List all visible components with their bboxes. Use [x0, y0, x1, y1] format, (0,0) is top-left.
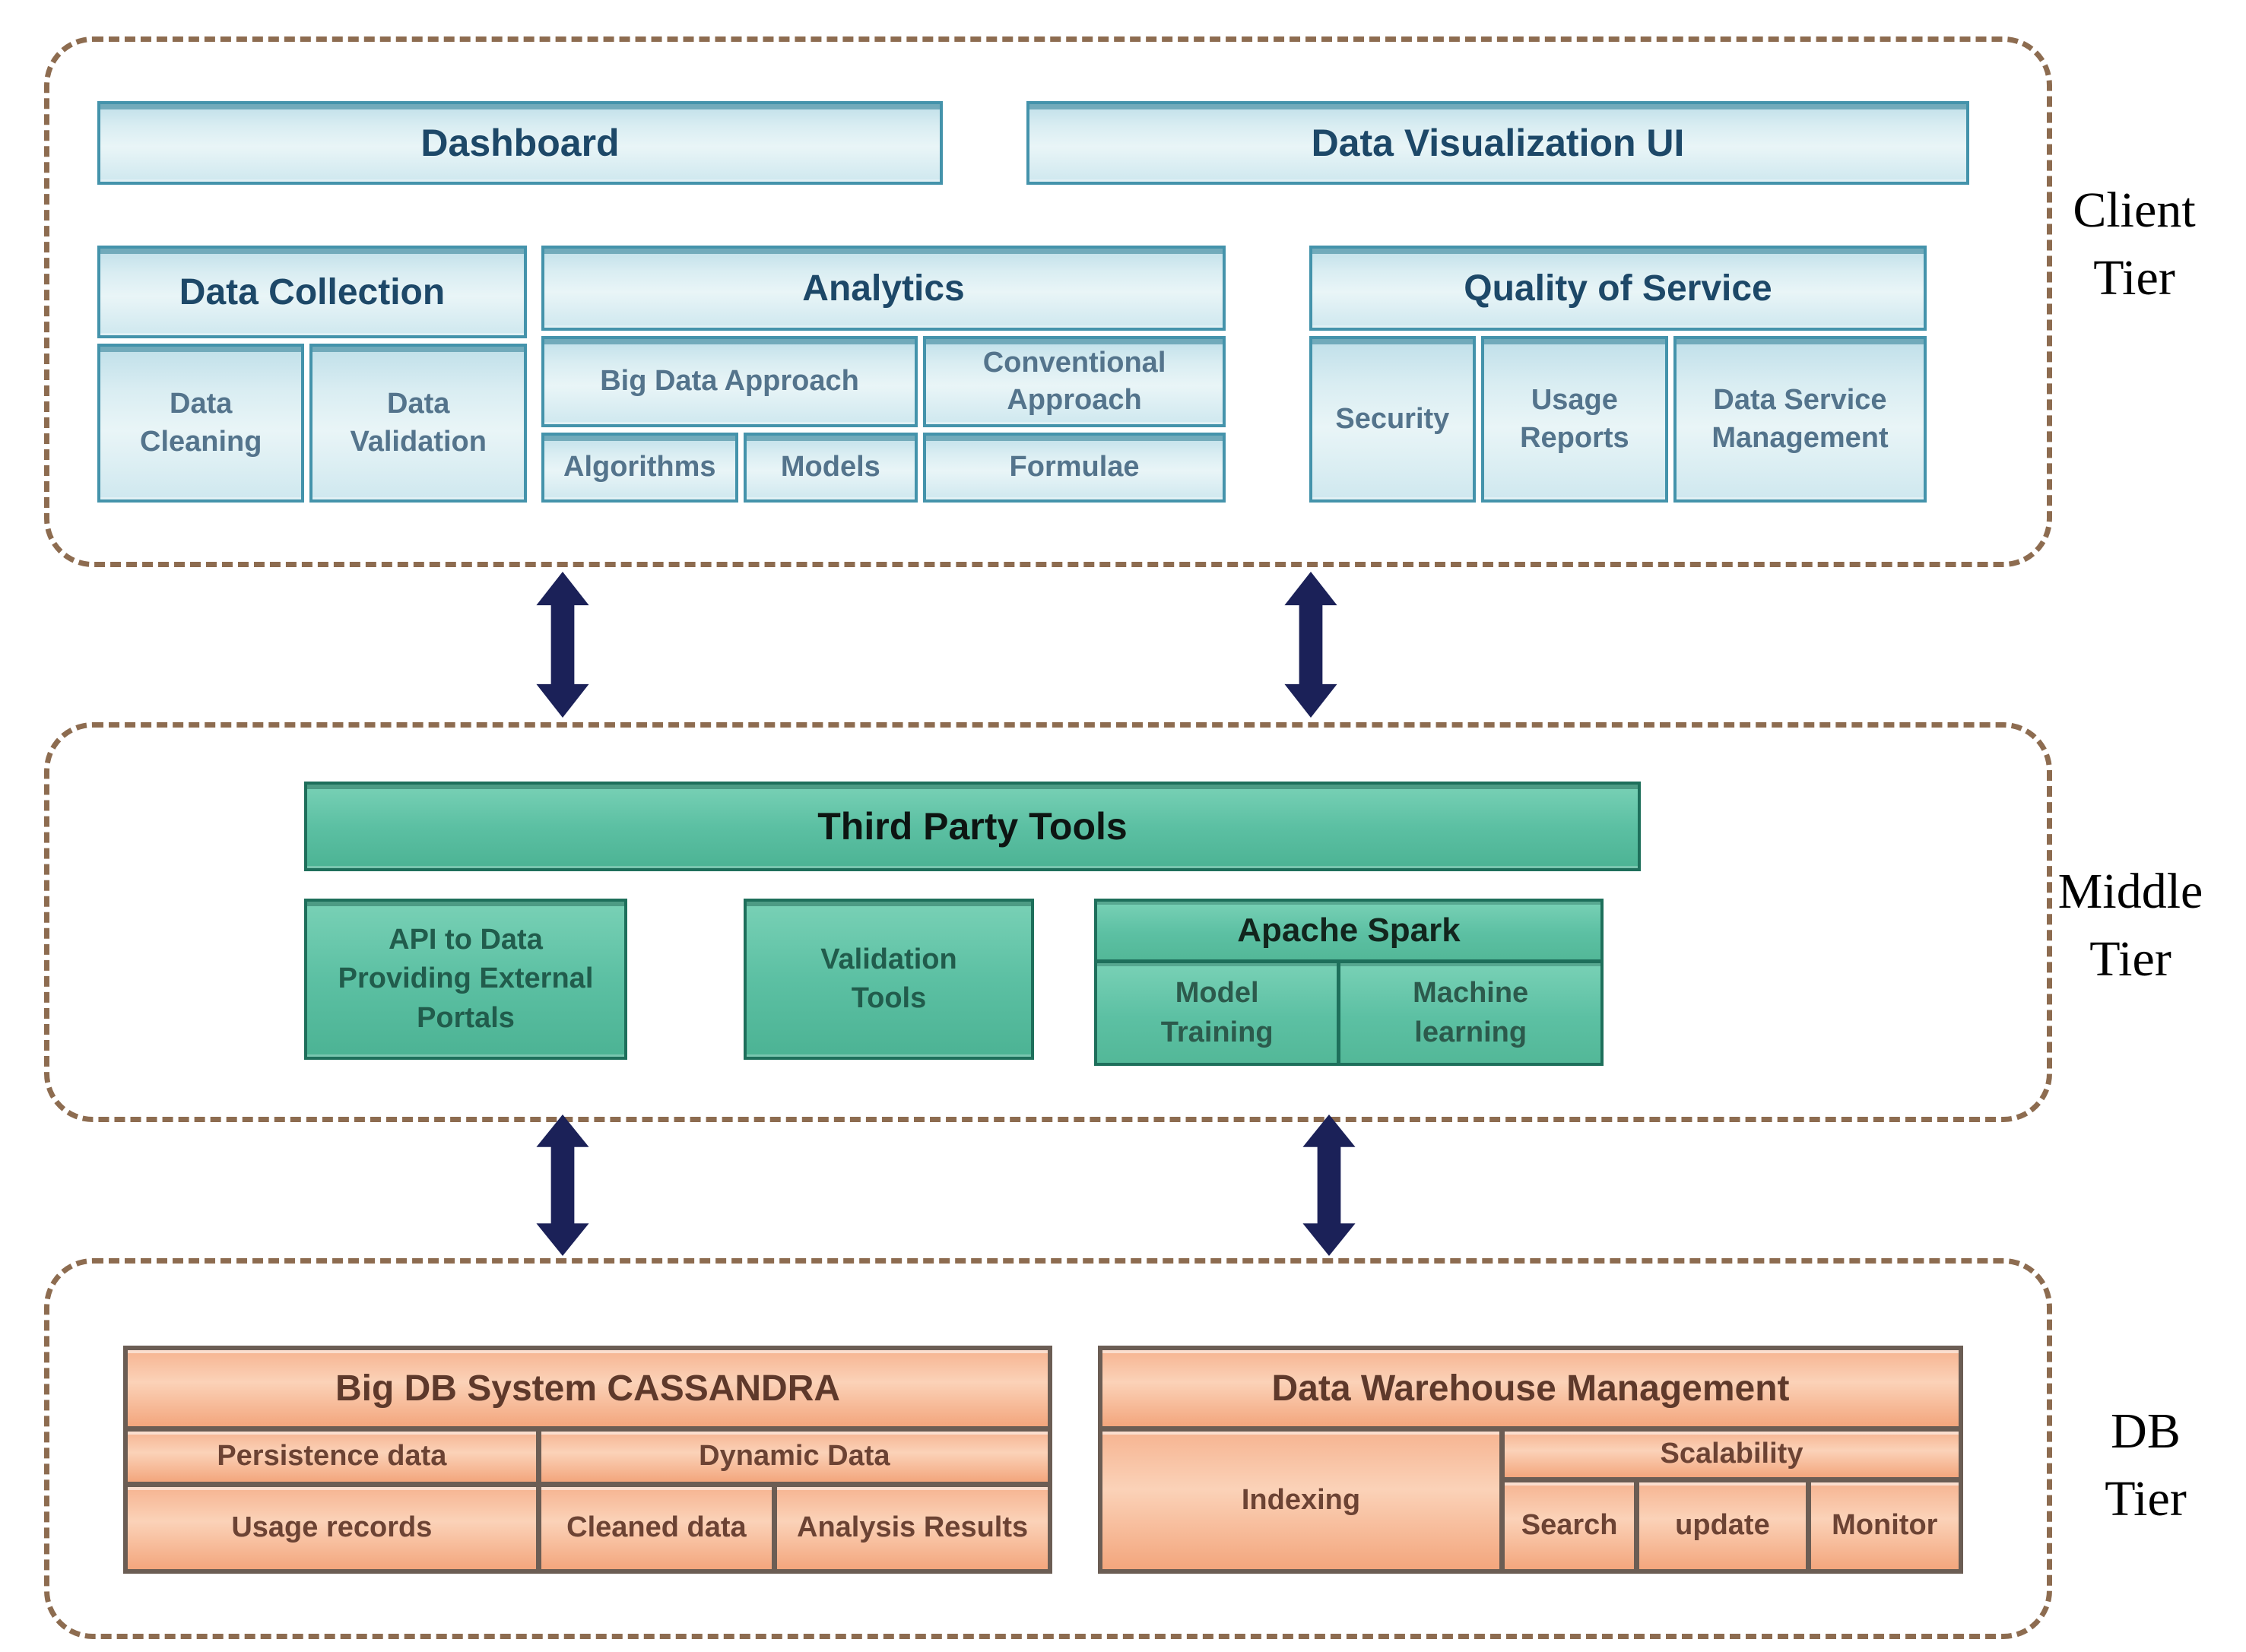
quality-of-service-panel: Quality of Service Security Usage Report…: [1309, 246, 1927, 503]
middle-tier-label-line2: Tier: [2089, 931, 2171, 988]
machine-learning-cell: Machine learning: [1340, 963, 1600, 1063]
validation-tools-box: Validation Tools: [744, 899, 1034, 1060]
middle-tier-label-line1: Middle: [2057, 864, 2203, 919]
api-external-portals-box: API to Data Providing External Portals: [304, 899, 627, 1060]
warehouse-title: Data Warehouse Management: [1102, 1350, 1959, 1426]
model-training-cell: Model Training: [1097, 963, 1337, 1063]
conventional-approach-cell: Conventional Approach: [923, 336, 1226, 427]
dynamic-data-cell: Dynamic Data: [541, 1432, 1048, 1482]
monitor-cell: Monitor: [1810, 1482, 1959, 1569]
data-collection-title: Data Collection: [97, 246, 527, 338]
data-service-management-cell: Data Service Management: [1673, 336, 1927, 503]
double-arrow-icon: [1302, 1115, 1356, 1256]
db-tier-label: DB Tier: [2045, 1397, 2246, 1533]
cleaned-data-cell: Cleaned data: [541, 1487, 772, 1569]
analytics-panel: Analytics Big Data Approach Conventional…: [541, 246, 1226, 503]
search-cell: Search: [1504, 1482, 1635, 1569]
client-tier-label-line1: Client: [2073, 182, 2196, 238]
client-tier-container: [44, 36, 2052, 567]
db-tier-label-line1: DB: [2111, 1403, 2181, 1459]
models-cell: Models: [743, 433, 918, 503]
cassandra-panel: Big DB System CASSANDRA Persistence data…: [123, 1346, 1052, 1574]
data-cleaning-cell: Data Cleaning: [97, 344, 305, 503]
dashboard-box: Dashboard: [97, 101, 943, 185]
client-tier-label-line2: Tier: [2093, 250, 2175, 306]
indexing-cell: Indexing: [1102, 1432, 1499, 1569]
formulae-cell: Formulae: [923, 433, 1226, 503]
usage-records-cell: Usage records: [128, 1487, 536, 1569]
scalability-cell: Scalability: [1504, 1432, 1959, 1477]
data-visualization-ui-box: Data Visualization UI: [1026, 101, 1969, 185]
security-cell: Security: [1309, 336, 1476, 503]
third-party-tools-bar: Third Party Tools: [304, 782, 1641, 871]
db-tier-container: [44, 1258, 2052, 1639]
update-cell: update: [1639, 1482, 1806, 1569]
double-arrow-icon: [1284, 572, 1337, 718]
client-tier-label: Client Tier: [2022, 176, 2246, 312]
data-collection-panel: Data Collection Data Cleaning Data Valid…: [97, 246, 527, 503]
double-arrow-icon: [536, 1115, 589, 1256]
persistence-data-cell: Persistence data: [128, 1432, 536, 1482]
warehouse-panel: Data Warehouse Management Indexing Scala…: [1098, 1346, 1963, 1574]
middle-tier-container: [44, 722, 2052, 1122]
algorithms-cell: Algorithms: [541, 433, 738, 503]
quality-of-service-title: Quality of Service: [1309, 246, 1927, 331]
middle-tier-label: Middle Tier: [2015, 858, 2246, 993]
usage-reports-cell: Usage Reports: [1480, 336, 1668, 503]
apache-spark-panel: Apache Spark Model Training Machine lear…: [1094, 899, 1604, 1066]
double-arrow-icon: [536, 572, 589, 718]
analytics-title: Analytics: [541, 246, 1226, 331]
cassandra-title: Big DB System CASSANDRA: [128, 1350, 1048, 1426]
apache-spark-title: Apache Spark: [1097, 902, 1600, 959]
big-data-approach-cell: Big Data Approach: [541, 336, 918, 427]
analysis-results-cell: Analysis Results: [777, 1487, 1048, 1569]
data-validation-cell: Data Validation: [309, 344, 527, 503]
db-tier-label-line2: Tier: [2105, 1471, 2187, 1527]
